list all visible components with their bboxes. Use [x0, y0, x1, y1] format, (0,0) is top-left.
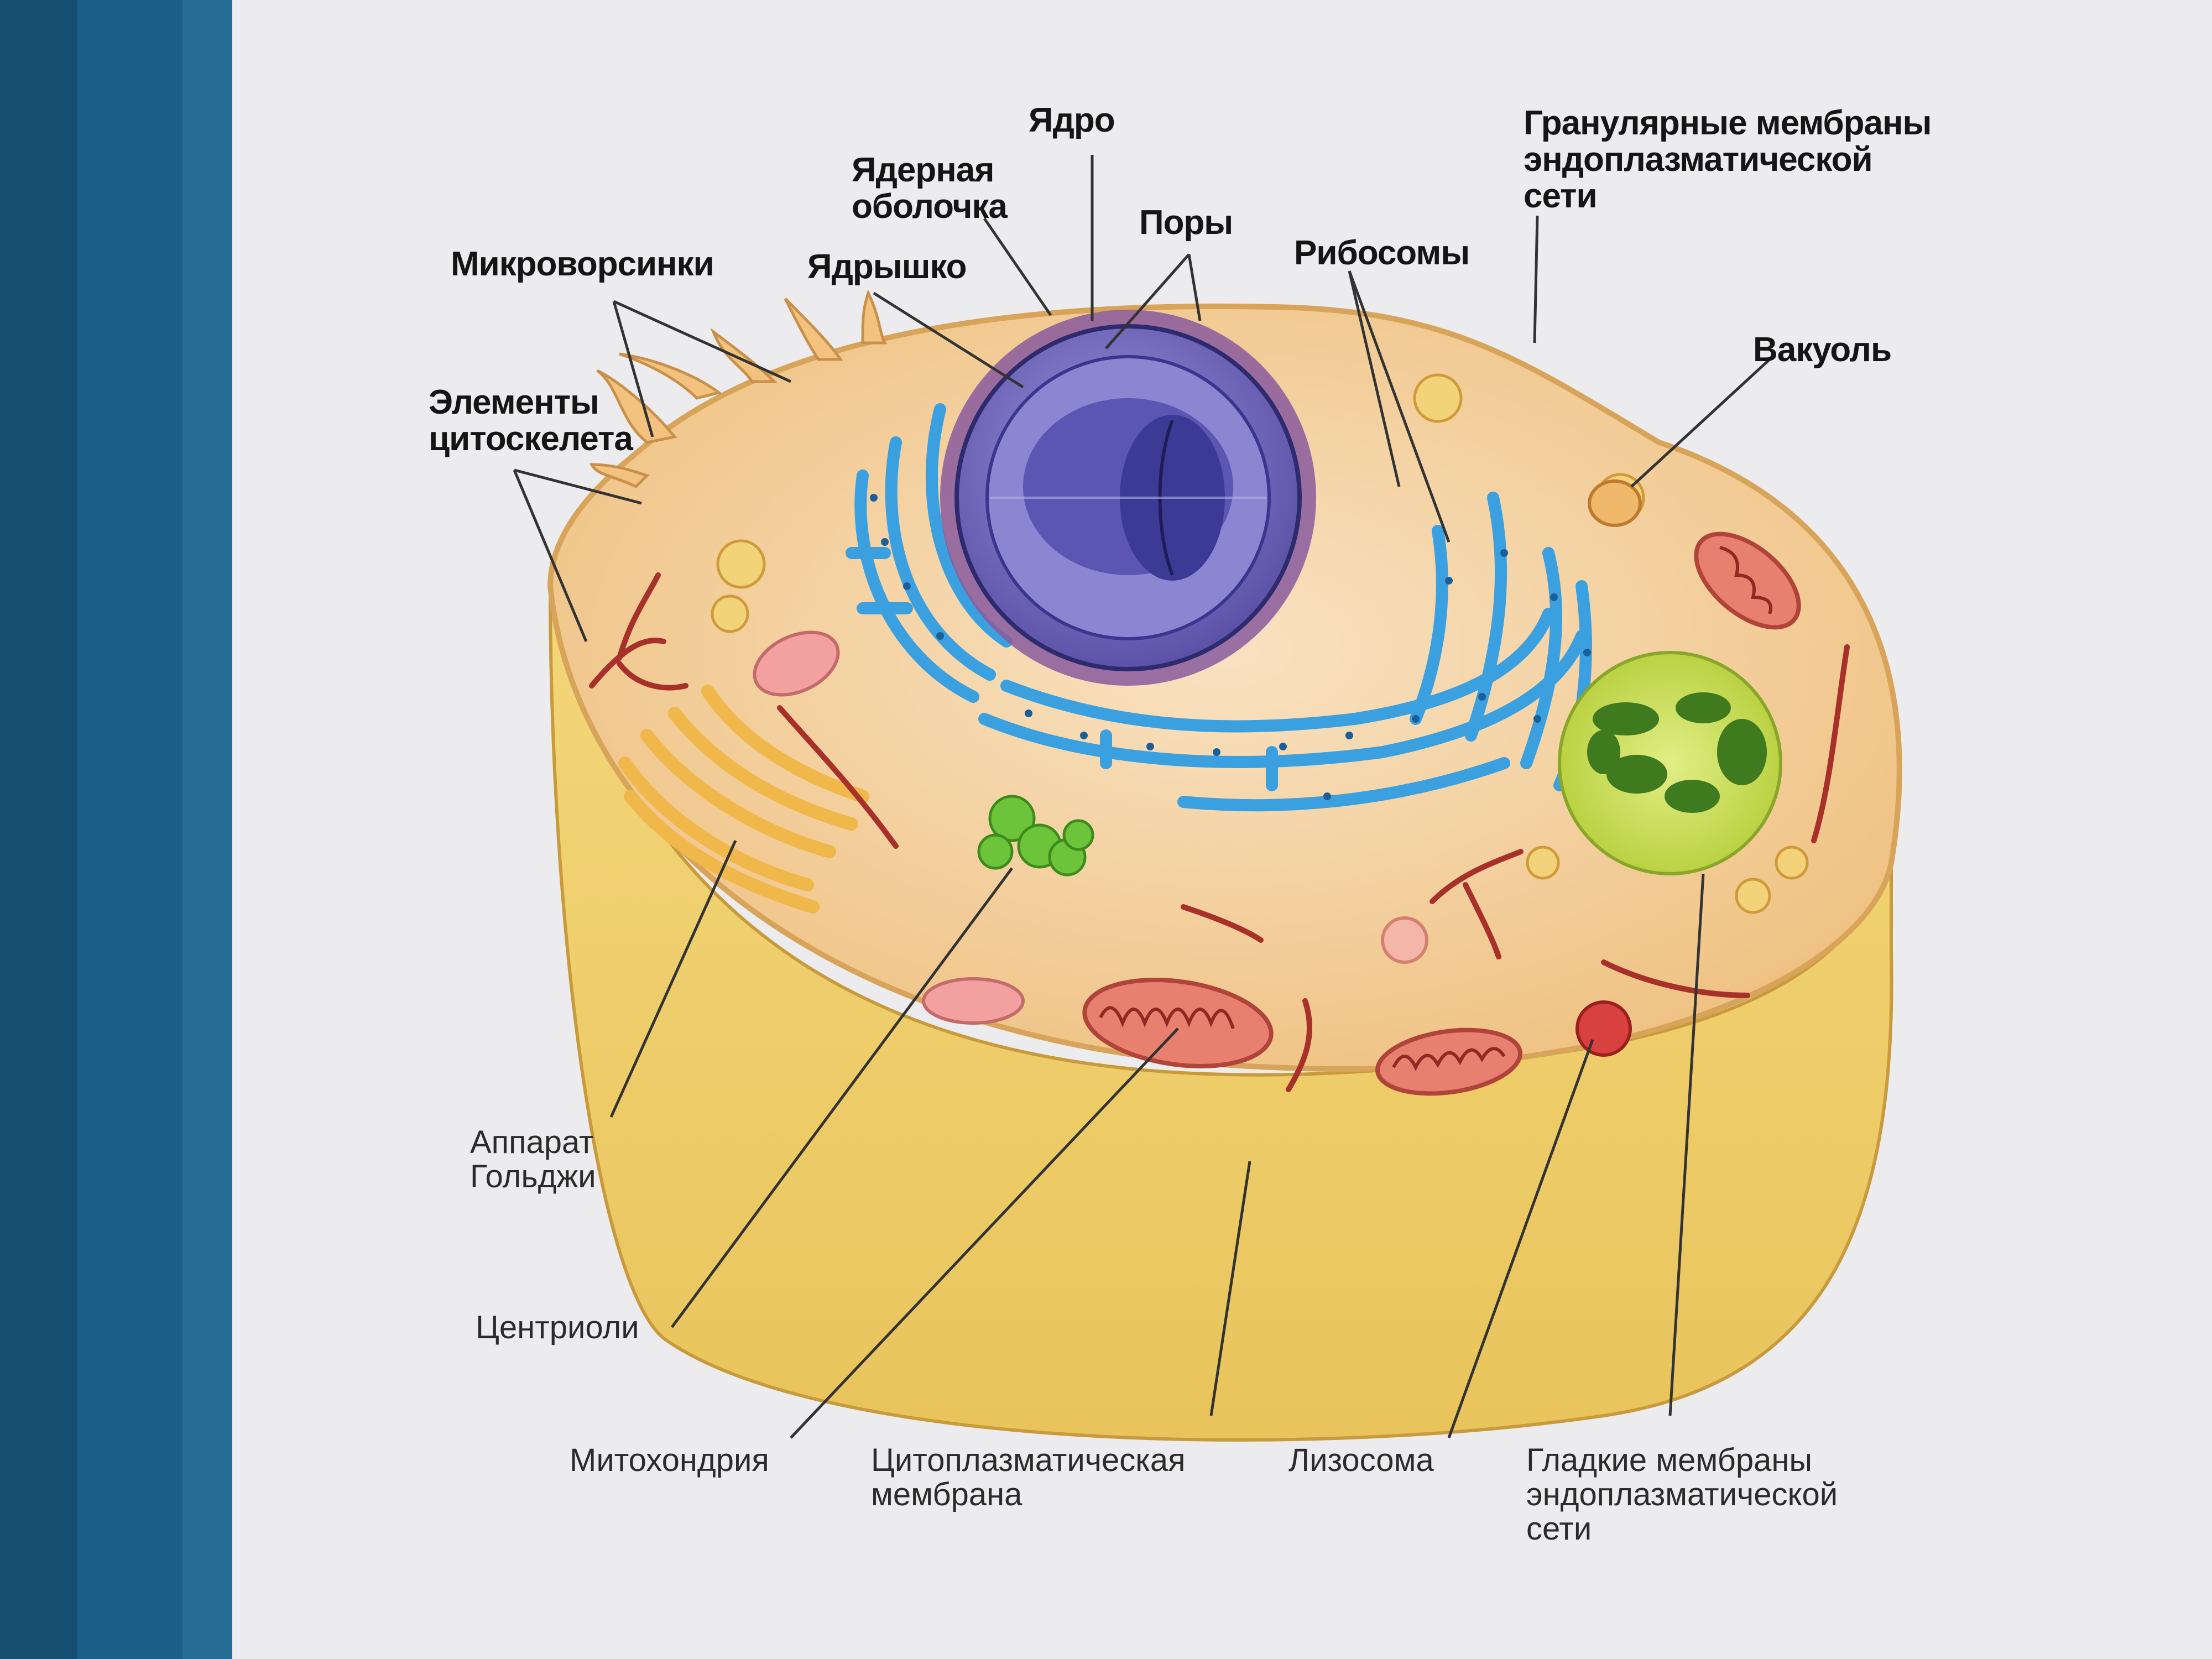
label-centrioles: Центриоли	[476, 1311, 639, 1345]
label-cytoskeleton-fo: Элементы цитоскелета	[429, 384, 683, 467]
label-golgi: Аппарат Гольджи	[470, 1125, 596, 1194]
label-cytoskeleton: Элементы цитоскелета	[429, 384, 633, 457]
label-pores: Поры	[1139, 205, 1233, 241]
label-nuclear-envelope: Ядерная оболочка	[852, 152, 1007, 225]
label-ribosomes-fo: Рибосомы	[1294, 235, 1526, 285]
label-mitochondrion-fo: Митохондрия	[570, 1443, 813, 1493]
nucleus	[940, 310, 1316, 686]
label-rough-er: Гранулярные мембраны эндоплазматической …	[1524, 105, 1931, 215]
vacuole-large	[1559, 653, 1781, 874]
label-pores-fo: Поры	[1139, 205, 1283, 254]
label-centrioles-fo: Центриоли	[476, 1311, 675, 1360]
screen-bezel	[0, 0, 232, 1659]
label-rough-er-fo: Гранулярные мембраны эндоплазматической …	[1524, 105, 2010, 227]
label-cytoplasmic-membrane-fo: Цитоплазматическая мембрана	[871, 1443, 1225, 1526]
label-microvilli: Микроворсинки	[451, 246, 714, 283]
label-golgi-fo: Аппарат Гольджи	[470, 1125, 658, 1208]
label-lysosome-fo: Лизосома	[1288, 1443, 1477, 1493]
label-vacuole: Вакуоль	[1753, 332, 1891, 368]
label-smooth-er-fo: Гладкие мембраны эндоплазматической сети	[1526, 1443, 1924, 1565]
label-nucleolus-fo: Ядрышко	[807, 249, 1018, 299]
label-lysosome: Лизосома	[1288, 1443, 1434, 1478]
label-vacuole-fo: Вакуоль	[1753, 332, 1930, 382]
vacuole	[1589, 481, 1640, 525]
label-cytoplasmic-membrane: Цитоплазматическая мембрана	[871, 1443, 1186, 1512]
label-mitochondrion: Митохондрия	[570, 1443, 769, 1478]
label-nuclear-envelope-fo: Ядерная оболочка	[852, 152, 1084, 235]
label-nucleus: Ядро	[1029, 102, 1115, 139]
label-nucleus-fo: Ядро	[1029, 102, 1206, 152]
label-smooth-er: Гладкие мембраны эндоплазматической сети	[1526, 1443, 1838, 1546]
label-ribosomes: Рибосомы	[1294, 235, 1469, 272]
label-microvilli-fo: Микроворсинки	[451, 246, 760, 296]
label-nucleolus: Ядрышко	[807, 249, 967, 285]
